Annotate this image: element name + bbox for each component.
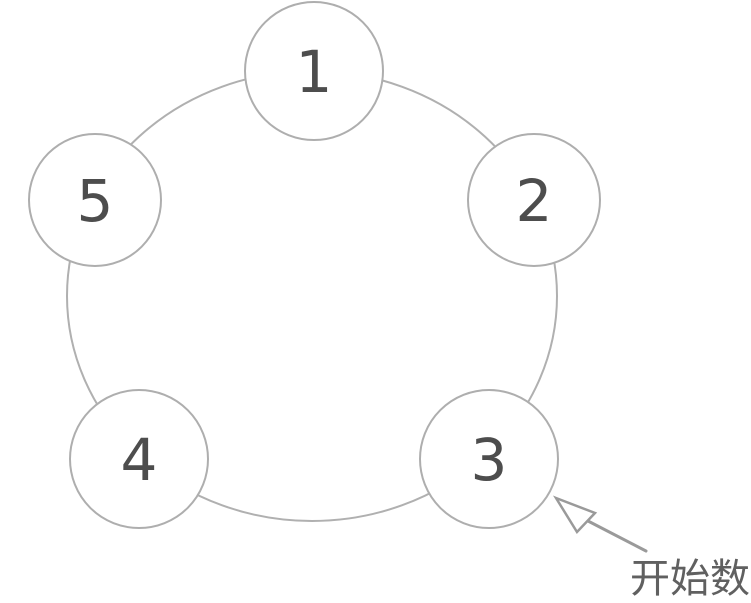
node-1: 1 — [244, 1, 384, 141]
node-4-label: 4 — [121, 426, 158, 494]
node-1-circle — [244, 1, 384, 141]
node-1-label: 1 — [296, 38, 333, 106]
node-5: 5 — [28, 133, 162, 267]
node-2-circle — [467, 133, 601, 267]
node-2: 2 — [467, 133, 601, 267]
start-arrow — [552, 495, 648, 553]
node-5-label: 5 — [77, 167, 114, 235]
node-3-label: 3 — [471, 426, 508, 494]
node-5-circle — [28, 133, 162, 267]
annotation-label: 开始数 — [630, 556, 750, 602]
node-3-circle — [419, 389, 559, 529]
node-4-circle — [69, 389, 209, 529]
node-4: 4 — [69, 389, 209, 529]
start-arrow-shaft — [586, 519, 648, 553]
start-arrow-head-icon — [552, 495, 598, 535]
node-3: 3 — [419, 389, 559, 529]
node-2-label: 2 — [516, 167, 553, 235]
